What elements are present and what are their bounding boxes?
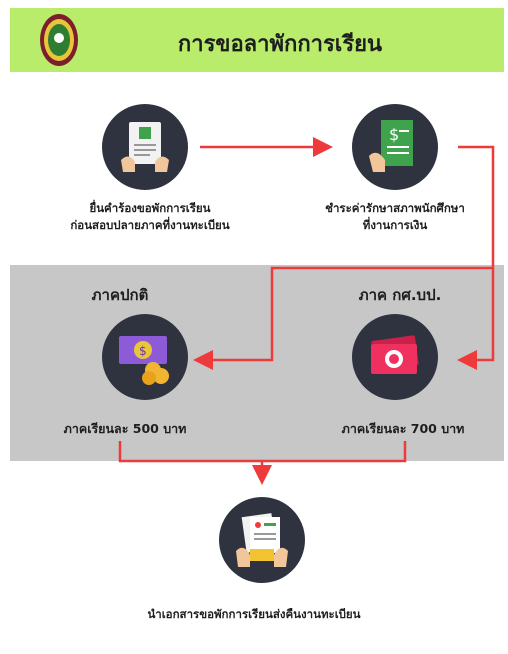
regular-fee: ภาคเรียนละ 500 บาท: [63, 421, 187, 436]
header-banner: [10, 8, 504, 72]
document-submit-icon: [236, 513, 288, 567]
step1-line2: ก่อนสอบปลายภาคที่งานทะเบียน: [70, 218, 230, 232]
step2-label: ชำระค่ารักษาสภาพนักศึกษา ที่งานการเงิน: [290, 200, 500, 234]
step1-label: ยื่นคำร้องขอพักการเรียน ก่อนสอบปลายภาคที…: [30, 200, 270, 234]
evening-heading: ภาค กศ.บป.: [358, 286, 442, 304]
banknote-icon: [371, 335, 419, 374]
step1-line1: ยื่นคำร้องขอพักการเรียน: [89, 201, 211, 215]
step2-line2: ที่งานการเงิน: [362, 218, 428, 232]
svg-text:$: $: [389, 125, 399, 144]
money-coins-icon: $: [119, 336, 169, 385]
document-form-icon: [121, 122, 169, 172]
svg-text:$: $: [139, 344, 147, 358]
step2-line1: ชำระค่ารักษาสภาพนักศึกษา: [325, 201, 465, 215]
evening-fee: ภาคเรียนละ 700 บาท: [341, 421, 465, 436]
regular-heading: ภาคปกติ: [91, 286, 149, 304]
final-label: นำเอกสารขอพักการเรียนส่งคืนงานทะเบียน: [147, 607, 361, 621]
receipt-payment-icon: $: [369, 120, 413, 172]
page-title: การขอลาพักการเรียน: [177, 32, 383, 57]
university-seal-icon: [40, 14, 78, 66]
